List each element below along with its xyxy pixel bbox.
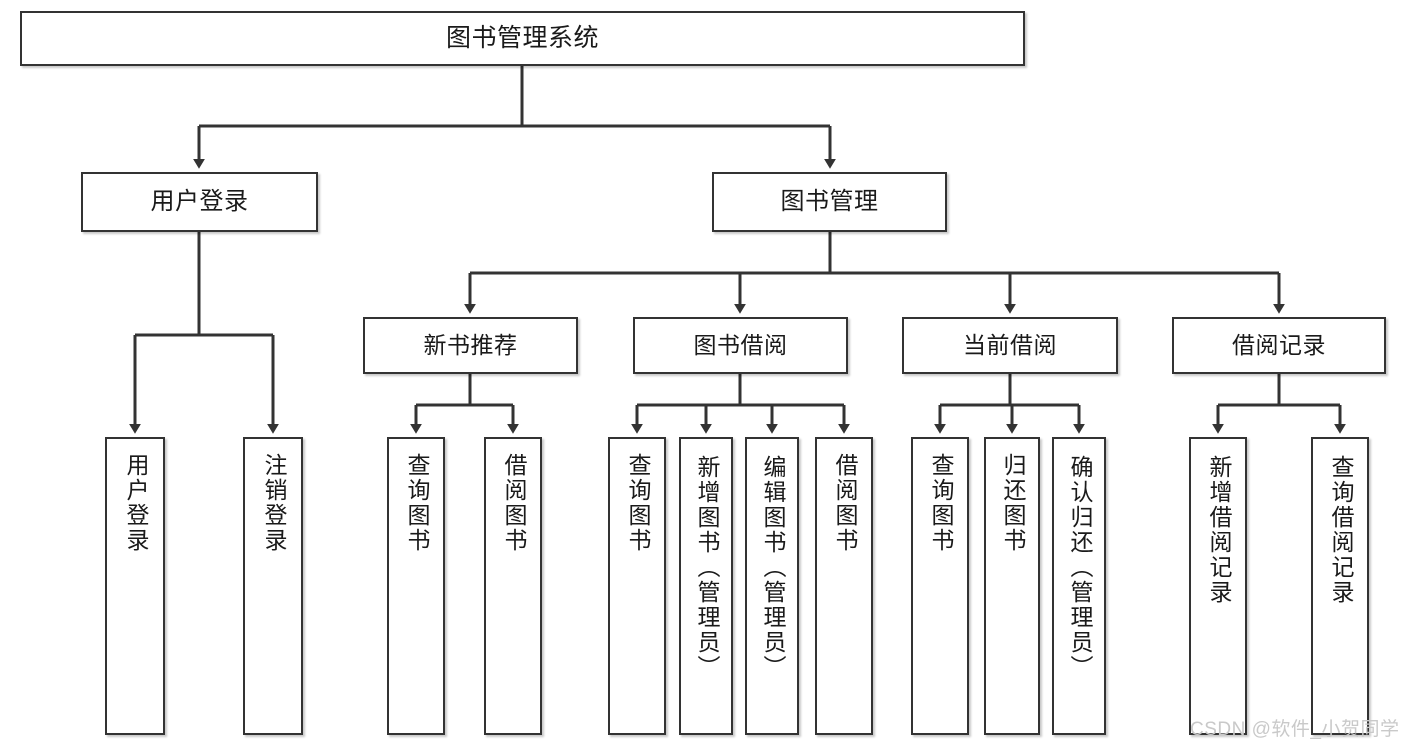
node-book-borrow-label: 图书借阅	[693, 331, 788, 358]
node-root-label: 图书管理系统	[445, 23, 599, 52]
node-book-management[interactable]: 图书管理	[712, 172, 947, 232]
node-root[interactable]: 图书管理系统	[20, 11, 1025, 66]
node-borrow-record-label: 借阅记录	[1232, 331, 1326, 358]
node-leaf-borrow-book-1[interactable]: 借阅图书	[484, 437, 542, 735]
node-leaf-logout-label: 注销登录	[260, 453, 287, 553]
node-new-book-recommend[interactable]: 新书推荐	[363, 317, 578, 374]
node-leaf-borrow-book-1-label: 借阅图书	[500, 453, 527, 553]
node-user-login[interactable]: 用户登录	[81, 172, 318, 232]
node-leaf-query-book-2-label: 查询图书	[624, 453, 651, 553]
node-new-book-recommend-label: 新书推荐	[423, 331, 518, 358]
node-leaf-add-book[interactable]: 新增图书（管理员）	[679, 437, 733, 735]
node-user-login-label: 用户登录	[150, 187, 249, 215]
node-current-borrow[interactable]: 当前借阅	[902, 317, 1118, 374]
node-leaf-edit-book-label: 编辑图书（管理员）	[759, 455, 786, 680]
node-current-borrow-label: 当前借阅	[963, 331, 1057, 358]
node-leaf-query-book-1[interactable]: 查询图书	[387, 437, 445, 735]
node-leaf-borrow-book-2[interactable]: 借阅图书	[815, 437, 873, 735]
node-book-management-label: 图书管理	[780, 187, 879, 215]
node-leaf-return-book[interactable]: 归还图书	[984, 437, 1040, 735]
node-borrow-record[interactable]: 借阅记录	[1172, 317, 1386, 374]
node-book-borrow[interactable]: 图书借阅	[633, 317, 848, 374]
watermark: CSDN @软件_小贺同学	[1190, 719, 1400, 740]
node-leaf-query-record[interactable]: 查询借阅记录	[1311, 437, 1369, 735]
node-leaf-confirm-return[interactable]: 确认归还（管理员）	[1052, 437, 1106, 735]
node-leaf-logout[interactable]: 注销登录	[243, 437, 303, 735]
node-leaf-query-book-2[interactable]: 查询图书	[608, 437, 666, 735]
node-leaf-user-login[interactable]: 用户登录	[105, 437, 165, 735]
node-leaf-add-record-label: 新增借阅记录	[1205, 455, 1232, 605]
node-leaf-user-login-label: 用户登录	[122, 453, 149, 553]
node-leaf-query-book-1-label: 查询图书	[403, 453, 430, 553]
node-leaf-query-book-3[interactable]: 查询图书	[911, 437, 969, 735]
node-leaf-query-book-3-label: 查询图书	[927, 453, 954, 553]
node-leaf-query-record-label: 查询借阅记录	[1327, 455, 1354, 605]
node-leaf-borrow-book-2-label: 借阅图书	[831, 453, 858, 553]
node-leaf-confirm-return-label: 确认归还（管理员）	[1066, 455, 1093, 680]
node-leaf-edit-book[interactable]: 编辑图书（管理员）	[745, 437, 799, 735]
node-leaf-return-book-label: 归还图书	[999, 453, 1026, 553]
node-leaf-add-record[interactable]: 新增借阅记录	[1189, 437, 1247, 735]
node-leaf-add-book-label: 新增图书（管理员）	[693, 455, 720, 680]
